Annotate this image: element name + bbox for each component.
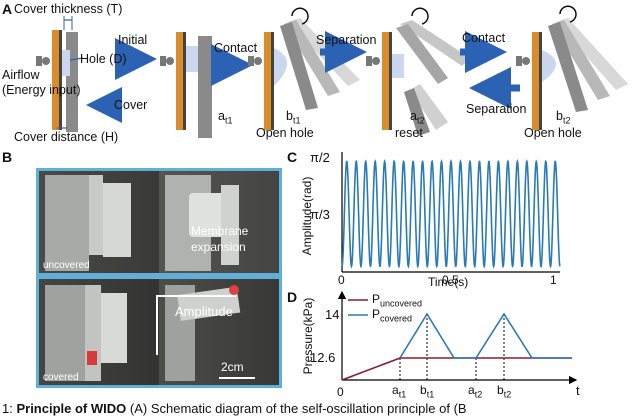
c-ytick-pi3: π/3 [310,207,330,222]
membrane-label: Membrane [191,224,249,238]
contact-arrow-2-label: Contact [462,31,506,45]
panel-b-label: B [2,149,13,165]
legend-uncovered: Puncovered [372,292,423,309]
d-ytick-14: 14 [325,307,340,322]
panel-a-label: A [2,1,13,17]
separation-arrow-label: Separation [316,33,377,47]
state-at2 [366,7,470,136]
airflow-label: Airflow [2,68,40,82]
cover-label: Cover [114,98,148,112]
state-bt1-label: bt1 [286,109,301,126]
c-ytick-pi2: π/2 [310,150,330,165]
d-taxis: t [576,383,580,398]
photo-uncovered-frame [36,168,282,276]
state-at1 [160,32,212,138]
state-bt2 [516,5,628,130]
covered-label: covered [43,372,79,383]
legend-covered: Pcovered [372,307,413,324]
state-bt2-caption: Open hole [524,126,582,140]
figure-caption: 1: Principle of WIDO (A) Schematic diagr… [2,401,467,416]
state-at2-label: at2 [410,109,425,126]
expansion-label: expansion [191,240,246,254]
uncovered-label: uncovered [43,260,90,271]
d-origin: 0 [337,385,344,399]
d-xtick-at2: at2 [468,383,483,400]
d-xtick-at1: at1 [392,383,407,400]
energy-input-label: (Energy input) [2,83,81,97]
scale-bar-label: 2cm [221,360,244,374]
c-ylabel: Amplitude(rad) [300,176,314,256]
c-xtick-1: 1 [550,273,557,287]
panel-d-label: D [287,289,298,305]
amplitude-series-line [341,159,561,269]
state-bt1-caption: Open hole [256,126,314,140]
cover-distance-label: Cover distance (H) [14,130,119,144]
photo-covered: covered Amplitude 2cm [39,279,279,385]
amplitude-label: Amplitude [175,304,233,319]
panel-d-chart [337,290,578,385]
panel-c-label: C [287,149,298,165]
hole-label: Hole (D) [80,52,127,66]
photo-covered-frame [36,276,282,388]
d-ylabel: Pressure(kPa) [301,297,315,375]
initial-arrow-label: Initial [118,33,148,47]
photo-uncovered: uncovered Membrane expansion [39,171,279,273]
state-bt2-label: bt2 [556,109,571,126]
d-ytick-126: 12.6 [310,350,336,365]
d-xtick-bt2: bt2 [497,383,512,400]
panel-c-chart [341,152,561,273]
state-at1-label: at1 [218,109,233,126]
state-bt1 [248,7,360,130]
state-at2-caption: reset [395,126,423,140]
cover-thickness-label: Cover thickness (T) [14,2,123,16]
panel-a-schematic [36,5,628,138]
contact-arrow-label: Contact [214,41,258,55]
series-uncovered [341,357,572,381]
initial-assembly [36,16,84,132]
c-xtick-05: 0.5 [442,273,459,287]
c-xtick-0: 0 [338,273,345,287]
series-covered [399,312,572,359]
d-xtick-bt1: bt1 [420,383,435,400]
c-xlabel: Time(s) [428,275,469,289]
separation-back-label: Separation [466,102,527,116]
